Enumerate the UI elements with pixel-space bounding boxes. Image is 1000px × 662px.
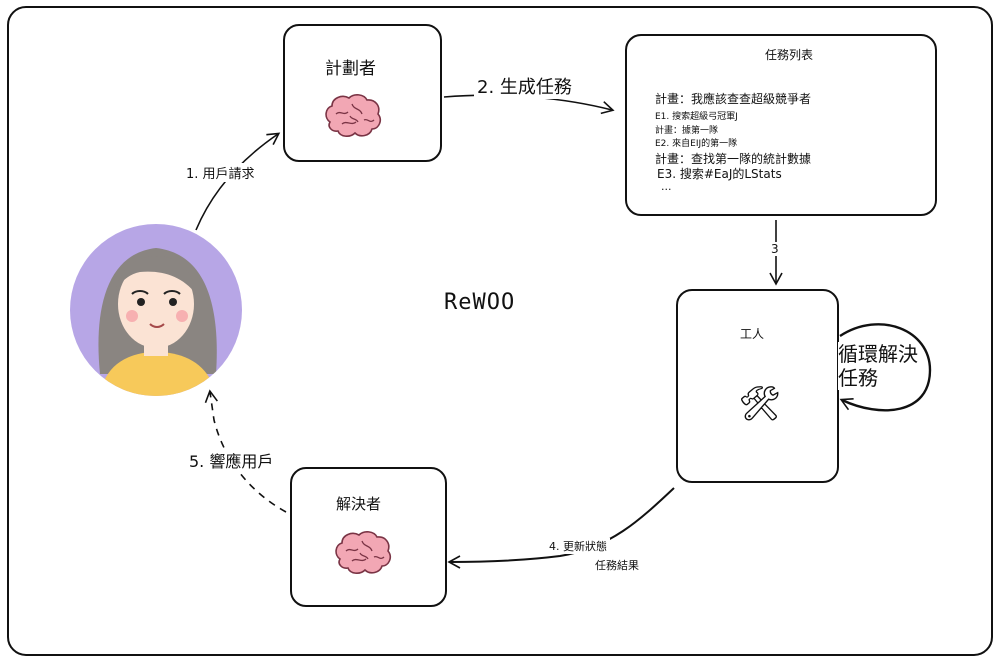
edge-label-generate-tasks: 2. 生成任務: [474, 73, 575, 99]
task-list-node: 任務列表 計畫：我應該查查超級競爭者 E1. 搜索超級弓冠軍J 計畫：據第一隊 …: [625, 34, 937, 216]
worker-loop-label: 循環解決 任務: [838, 342, 918, 390]
task-line-7: ...: [661, 180, 672, 193]
planner-title: 計劃者: [325, 59, 376, 79]
solver-node: 解決者: [290, 467, 447, 607]
user-avatar-icon: [70, 224, 242, 400]
edge-label-task-results: 任務結果: [592, 557, 642, 573]
edge-label-step-3: 3: [768, 242, 782, 256]
arrow-worker-to-solver: [447, 487, 675, 569]
planner-node: 計劃者: [283, 24, 442, 162]
worker-title: 工人: [740, 327, 765, 341]
task-line-5: 計畫：查找第一隊的統計數據: [655, 152, 812, 166]
brain-icon: [322, 92, 384, 144]
loop-label-line-2: 任務: [838, 366, 878, 390]
solver-title: 解決者: [336, 495, 382, 513]
edge-label-respond-user: 5. 響應用戶: [186, 448, 277, 472]
brain-icon: [332, 529, 394, 581]
loop-label-line-1: 循環解決: [838, 342, 918, 366]
diagram-title: ReWOO: [444, 290, 516, 315]
edge-label-update-state: 4. 更新狀態: [546, 538, 610, 554]
task-list-title: 任務列表: [765, 48, 814, 62]
task-line-2: E1. 搜索超級弓冠軍J: [655, 112, 738, 122]
arrow-worker-loop: [839, 323, 932, 412]
edge-label-user-request: 1. 用戶請求: [183, 163, 258, 182]
arrow-user-to-planner: [195, 132, 281, 231]
hammer-and-wrench-icon: 🛠: [738, 384, 782, 424]
task-line-6: E3. 搜索#EaJ的LStats: [657, 167, 782, 181]
outer-frame: [7, 6, 993, 656]
task-line-4: E2. 來自EIJ的第一隊: [655, 139, 738, 149]
worker-node: 工人 🛠: [676, 289, 839, 483]
task-line-3: 計畫：據第一隊: [655, 126, 719, 136]
task-line-1: 計畫：我應該查查超級競爭者: [655, 92, 812, 106]
